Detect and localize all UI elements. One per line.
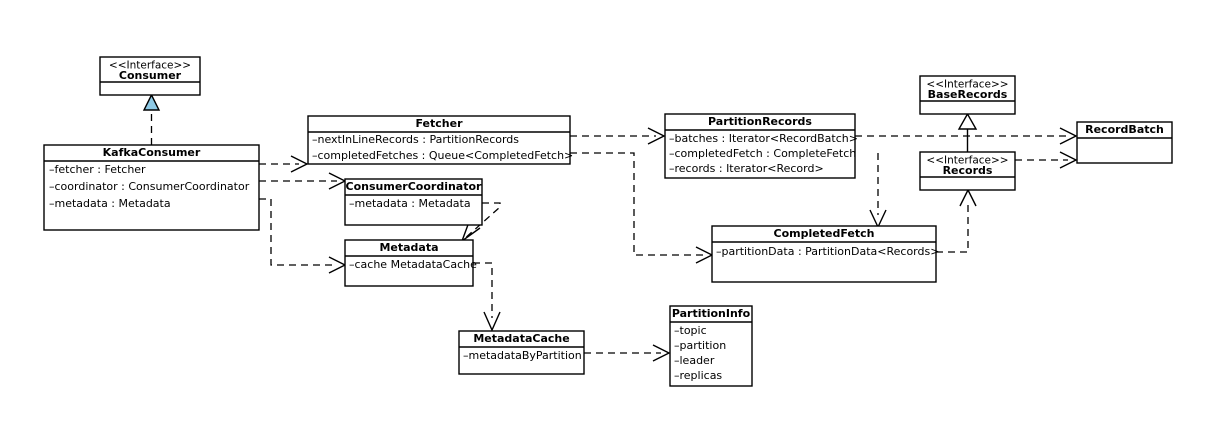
edge-kafkaconsumer-implements-consumer (142, 93, 161, 145)
edge-records-uses-recordbatch (1015, 151, 1078, 169)
class-attr-partition-info-1: –partition (674, 339, 726, 352)
class-attr-consumer-coordinator-0: –metadata : Metadata (349, 197, 471, 210)
class-box-partition-records[interactable]: PartitionRecords –batches : Iterator<Rec… (664, 113, 858, 179)
class-name-records: Records (943, 164, 993, 177)
class-attr-partition-info-2: –leader (674, 354, 715, 367)
class-stereotype-consumer: <<Interface>> (109, 60, 191, 72)
class-name-kafka-consumer: KafkaConsumer (103, 146, 201, 159)
class-name-partition-info: PartitionInfo (672, 307, 751, 320)
edge-records-extends-baserecords (957, 112, 978, 152)
edge-partitionrecords-uses-completedfetch (869, 153, 887, 229)
class-attr-partition-info-0: –topic (674, 324, 707, 337)
class-box-base-records[interactable]: <<Interface>> BaseRecords (919, 75, 1016, 115)
class-name-fetcher: Fetcher (415, 117, 463, 130)
class-attr-partition-records-2: –records : Iterator<Record> (669, 162, 824, 175)
class-name-metadata-cache: MetadataCache (473, 332, 569, 345)
class-box-kafka-consumer[interactable]: KafkaConsumer –fetcher : Fetcher –coordi… (43, 144, 260, 231)
class-attr-metadata-0: –cache MetadataCache (349, 258, 477, 271)
edge-kafkaconsumer-uses-fetcher (259, 155, 309, 173)
class-attr-partition-records-0: –batches : Iterator<RecordBatch> (669, 132, 858, 145)
class-name-partition-records: PartitionRecords (708, 115, 812, 128)
class-box-consumer-coordinator[interactable]: ConsumerCoordinator –metadata : Metadata (344, 178, 483, 226)
class-box-partition-info[interactable]: PartitionInfo –topic –partition –leader … (669, 305, 753, 387)
class-box-metadata[interactable]: Metadata –cache MetadataCache (344, 239, 477, 287)
edge-kafkaconsumer-uses-metadata (259, 198, 347, 274)
class-name-base-records: BaseRecords (928, 88, 1008, 101)
class-box-records[interactable]: <<Interface>> Records (919, 151, 1016, 191)
class-attr-kafka-consumer-2: –metadata : Metadata (49, 197, 171, 210)
relationship-layer (142, 93, 1078, 362)
class-attr-metadata-cache-0: –metadataByPartition (463, 349, 582, 362)
class-box-completed-fetch[interactable]: CompletedFetch –partitionData : Partitio… (711, 225, 939, 283)
class-attr-fetcher-0: –nextInLineRecords : PartitionRecords (312, 133, 519, 146)
class-attr-fetcher-1: –completedFetches : Queue<CompletedFetch… (312, 149, 573, 162)
class-name-completed-fetch: CompletedFetch (774, 227, 875, 240)
class-attr-partition-records-1: –completedFetch : CompleteFetch (669, 147, 856, 160)
edge-completedfetch-uses-records (936, 188, 977, 253)
class-attr-kafka-consumer-0: –fetcher : Fetcher (49, 163, 146, 176)
edge-kafkaconsumer-uses-consumercoordinator (259, 172, 347, 190)
class-stereotype-base-records: <<Interface>> (926, 79, 1008, 91)
class-box-metadata-cache[interactable]: MetadataCache –metadataByPartition (458, 330, 585, 375)
class-stereotype-records: <<Interface>> (926, 155, 1008, 167)
class-box-consumer[interactable]: <<Interface>> Consumer (99, 56, 201, 96)
class-attr-kafka-consumer-1: –coordinator : ConsumerCoordinator (49, 180, 250, 193)
class-name-consumer: Consumer (119, 69, 182, 82)
class-name-metadata: Metadata (379, 241, 438, 254)
edge-metadata-uses-metadatacache (473, 262, 501, 332)
edge-fetcher-uses-partitionrecords (570, 127, 666, 145)
class-attr-completed-fetch-0: –partitionData : PartitionData<Records> (716, 245, 939, 258)
class-box-record-batch[interactable]: RecordBatch (1076, 121, 1173, 164)
class-box-fetcher[interactable]: Fetcher –nextInLineRecords : PartitionRe… (307, 115, 573, 165)
edge-partitionrecords-uses-recordbatch (855, 127, 1078, 145)
class-name-consumer-coordinator: ConsumerCoordinator (346, 180, 483, 193)
class-name-record-batch: RecordBatch (1085, 123, 1164, 136)
class-attr-partition-info-3: –replicas (674, 369, 722, 382)
edge-metadatacache-uses-partitioninfo (584, 344, 671, 362)
